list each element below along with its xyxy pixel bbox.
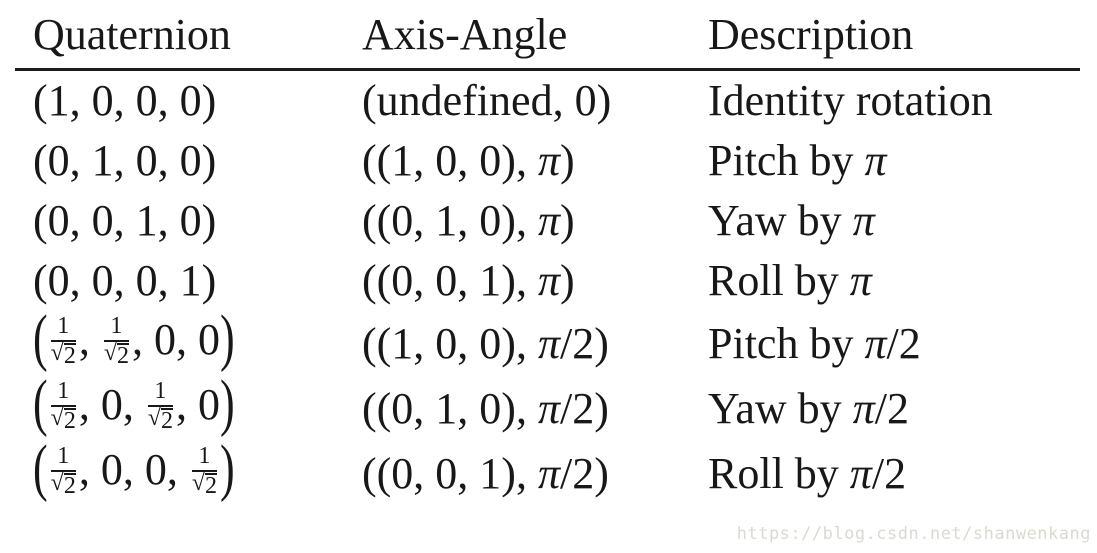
description-cell: Pitch by π/2 bbox=[708, 318, 921, 368]
radical-sign: √ bbox=[50, 339, 64, 366]
watermark-url: https://blog.csdn.net/shanwenkang bbox=[736, 524, 1091, 544]
axis-angle-cell: ((1, 0, 0), π) bbox=[362, 136, 575, 185]
radical-sign: √ bbox=[50, 404, 64, 431]
quaternion-cell: (1√2, 0, 0, 1√2) bbox=[33, 431, 235, 503]
table-row: (0, 0, 1, 0) ((0, 1, 0), π) Yaw by π bbox=[15, 191, 1080, 251]
fraction-bar bbox=[50, 404, 76, 407]
column-header-description: Description bbox=[708, 0, 1080, 71]
table-row: (1, 0, 0, 0) (undefined, 0) Identity rotat… bbox=[15, 70, 1080, 132]
fraction-bar bbox=[191, 469, 217, 472]
table-row: (1√2, 1√2, 0, 0) ((1, 0, 0), π/2) Pitch by… bbox=[15, 301, 1080, 376]
header-row: Quaternion Axis-Angle Description bbox=[15, 0, 1080, 71]
quaternion-cell: (1, 0, 0, 0) bbox=[33, 76, 217, 125]
pi-symbol: π bbox=[537, 318, 561, 368]
column-header-axis-angle: Axis-Angle bbox=[362, 0, 708, 71]
quaternion-cell: (1√2, 1√2, 0, 0) bbox=[33, 301, 235, 373]
radical-sign: √ bbox=[103, 339, 117, 366]
pi-symbol: π bbox=[849, 448, 872, 498]
table-row: (0, 1, 0, 0) ((1, 0, 0), π) Pitch by π bbox=[15, 131, 1080, 191]
axis-angle-cell: ((0, 1, 0), π) bbox=[362, 196, 575, 245]
right-paren: ) bbox=[220, 366, 235, 438]
pi-symbol: π bbox=[537, 448, 561, 498]
pi-symbol: π bbox=[537, 256, 561, 305]
pi-symbol: π bbox=[852, 196, 875, 245]
radical-sign: √ bbox=[147, 404, 161, 431]
pi-symbol: π bbox=[537, 383, 561, 433]
description-cell: Yaw by π/2 bbox=[708, 383, 909, 433]
table-row: (1√2, 0, 0, 1√2) ((0, 0, 1), π/2) Roll by … bbox=[15, 431, 1080, 506]
one-over-sqrt2-fraction: 1√2 bbox=[50, 378, 76, 434]
pi-symbol: π bbox=[537, 136, 561, 185]
quaternion-cell: (1√2, 0, 1√2, 0) bbox=[33, 366, 235, 438]
quaternion-table: Quaternion Axis-Angle Description (1, 0,… bbox=[15, 0, 1080, 506]
axis-angle-cell: (undefined, 0) bbox=[362, 76, 612, 125]
one-over-sqrt2-fraction: 1√2 bbox=[191, 443, 217, 499]
left-paren: ( bbox=[33, 431, 48, 503]
right-paren: ) bbox=[220, 301, 235, 373]
quaternion-cell: (0, 0, 0, 1) bbox=[33, 256, 217, 305]
quaternion-cell: (0, 1, 0, 0) bbox=[33, 136, 217, 185]
axis-angle-cell: ((0, 1, 0), π/2) bbox=[362, 383, 609, 433]
pi-symbol: π bbox=[852, 383, 875, 433]
description-cell: Roll by π/2 bbox=[708, 448, 907, 498]
table-row: (0, 0, 0, 1) ((0, 0, 1), π) Roll by π bbox=[15, 251, 1080, 311]
description-cell: Roll by π bbox=[708, 256, 872, 305]
fraction-bar bbox=[50, 469, 76, 472]
table-row: (1√2, 0, 1√2, 0) ((0, 1, 0), π/2) Yaw by π… bbox=[15, 366, 1080, 441]
left-paren: ( bbox=[33, 366, 48, 438]
fraction-bar bbox=[147, 404, 173, 407]
one-over-sqrt2-fraction: 1√2 bbox=[103, 313, 129, 369]
description-cell: Identity rotation bbox=[708, 76, 993, 125]
table-body: (1, 0, 0, 0) (undefined, 0) Identity rotat… bbox=[15, 70, 1080, 507]
one-over-sqrt2-fraction: 1√2 bbox=[50, 443, 76, 499]
fraction-bar bbox=[103, 339, 129, 342]
description-cell: Yaw by π bbox=[708, 196, 875, 245]
one-over-sqrt2-fraction: 1√2 bbox=[50, 313, 76, 369]
one-over-sqrt2-fraction: 1√2 bbox=[147, 378, 173, 434]
quaternion-cell: (0, 0, 1, 0) bbox=[33, 196, 217, 245]
axis-angle-cell: ((0, 0, 1), π/2) bbox=[362, 448, 609, 498]
axis-angle-cell: ((1, 0, 0), π/2) bbox=[362, 318, 609, 368]
radical-sign: √ bbox=[50, 469, 64, 496]
right-paren: ) bbox=[220, 431, 235, 503]
pi-symbol: π bbox=[849, 256, 872, 305]
radical-sign: √ bbox=[191, 469, 205, 496]
description-cell: Pitch by π bbox=[708, 136, 887, 185]
left-paren: ( bbox=[33, 301, 48, 373]
column-header-quaternion: Quaternion bbox=[15, 0, 362, 71]
pi-symbol: π bbox=[864, 318, 887, 368]
axis-angle-cell: ((0, 0, 1), π) bbox=[362, 256, 575, 305]
fraction-bar bbox=[50, 339, 76, 342]
pi-symbol: π bbox=[537, 196, 561, 245]
pi-symbol: π bbox=[864, 136, 887, 185]
